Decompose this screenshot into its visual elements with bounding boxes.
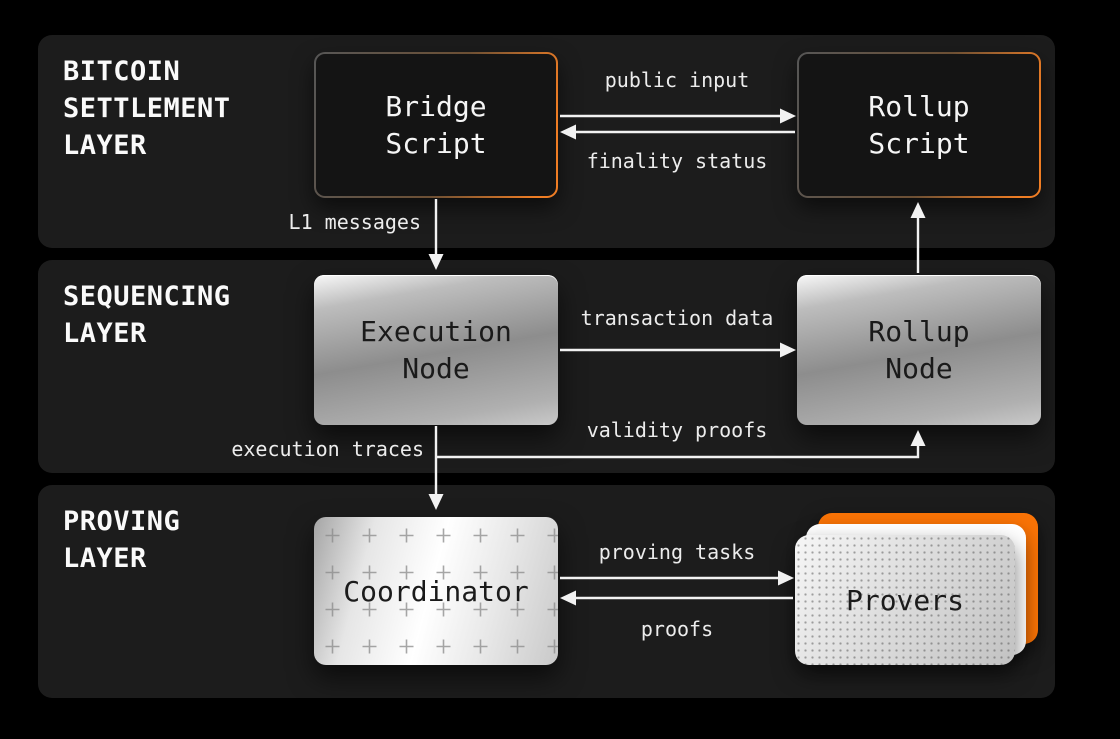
execution-traces-label: execution traces [231,437,424,461]
proving-title-line: PROVING [63,506,181,537]
sequencing-title-line: SEQUENCING [63,281,231,312]
execution-node-label: Node [402,352,470,385]
sequencing-layer-title: SEQUENCING LAYER [63,278,231,352]
l1-messages-label: L1 messages [288,210,421,234]
settlement-layer-title: BITCOIN SETTLEMENT LAYER [63,53,231,164]
validity-proofs-label: validity proofs [586,418,768,442]
coordinator-node: Coordinator [314,517,558,665]
settlement-title-line: LAYER [63,130,147,161]
plus-grid-pattern [314,517,558,665]
bridge-script-label: Script [385,127,487,160]
public-input-label: public input [604,68,750,92]
rollup-script-node: Rollup Script [797,52,1041,198]
execution-node-label: Execution [360,315,512,348]
rollup-node-label: Node [885,352,953,385]
proving-layer-title: PROVING LAYER [63,503,180,577]
proving-title-line: LAYER [63,543,147,574]
proofs-label: proofs [640,617,714,641]
transaction-data-label: transaction data [580,306,774,330]
rollup-script-label: Rollup [868,90,970,123]
coordinator-label: Coordinator [343,574,529,608]
settlement-title-line: BITCOIN [63,56,181,87]
rollup-node-label: Rollup [868,315,970,348]
provers-card-front: Provers [795,535,1015,665]
provers-label: Provers [845,583,964,617]
bridge-script-node: Bridge Script [314,52,558,198]
bridge-script-label: Bridge [385,90,487,123]
rollup-script-label: Script [868,127,970,160]
provers-node: Provers [795,513,1038,665]
settlement-title-line: SETTLEMENT [63,93,231,124]
sequencing-title-line: LAYER [63,318,147,349]
rollup-node: Rollup Node [797,275,1041,425]
finality-status-label: finality status [586,149,768,173]
proving-tasks-label: proving tasks [598,540,756,564]
execution-node: Execution Node [314,275,558,425]
